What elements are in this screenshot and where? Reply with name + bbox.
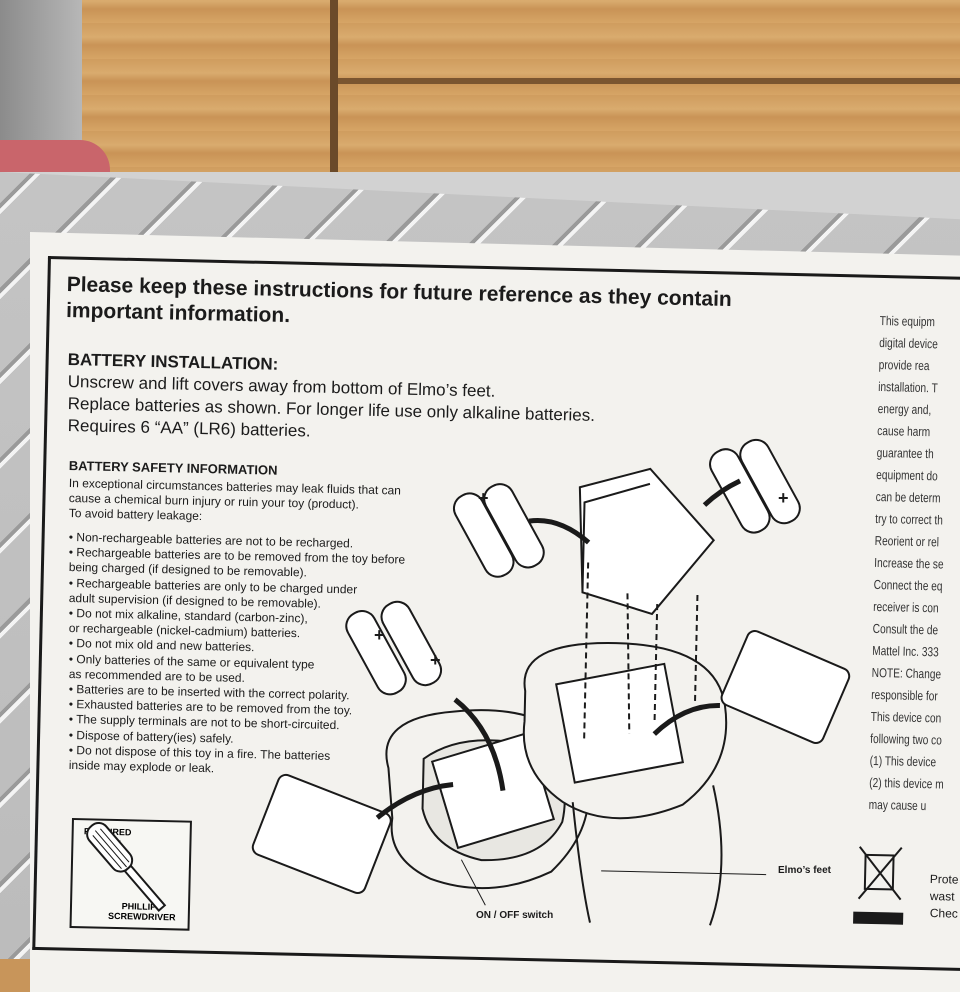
screwdriver-icon [86,821,167,912]
polarity-plus: + [374,625,385,645]
weee-bin-icon [853,846,904,925]
battery-pair-3 [345,600,443,696]
weee-line: wast [929,889,955,904]
battery-pair-1 [452,483,545,578]
weee-line: Chec [929,906,959,921]
polarity-plus: + [778,488,789,508]
on-off-switch-caption: ON / OFF switch [476,910,554,921]
weee-line: Prote [929,872,959,887]
battery-installation-illustration [251,438,904,926]
polarity-plus: + [478,488,489,508]
wood-plank-seam [338,78,960,84]
elmos-feet-caption: Elmo’s feet [778,865,831,876]
required-tool-box: REQUIRED TOOL: PHILLIPS SCREWDRIVER [69,818,192,931]
battery-pair-2 [709,438,801,534]
polarity-plus: + [430,650,441,670]
